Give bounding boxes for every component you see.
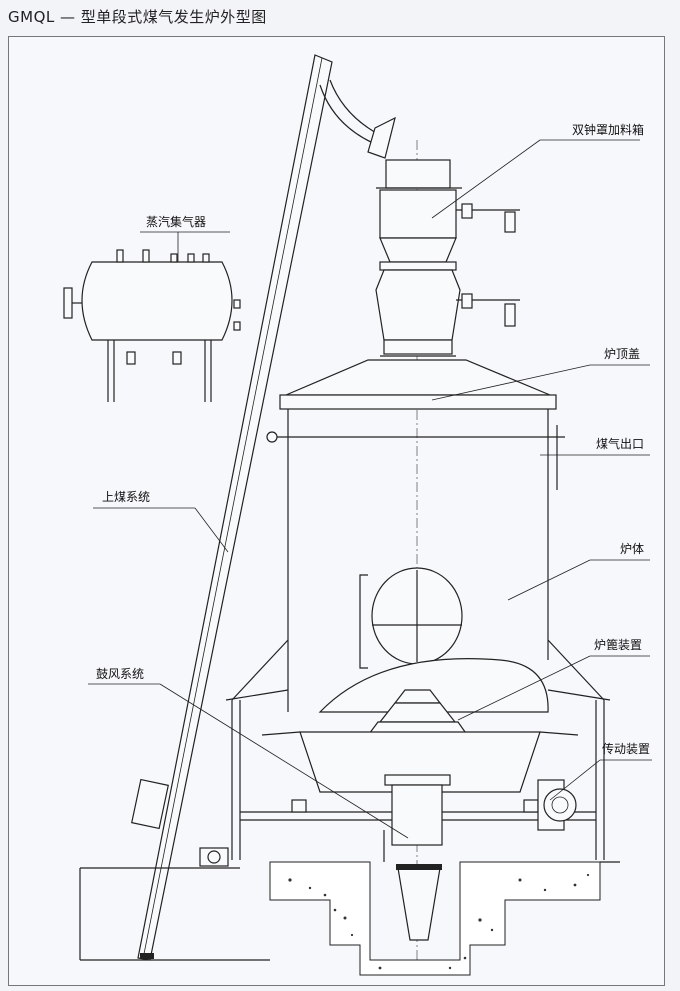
label-coal-system: 上煤系统 — [102, 490, 150, 504]
label-bell-feeder: 双钟罩加料箱 — [572, 122, 644, 137]
label-blower: 鼓风系统 — [96, 667, 144, 681]
leader-lines — [88, 139, 652, 839]
steam-collector — [63, 249, 241, 402]
label-furnace-body: 炉体 — [620, 542, 644, 556]
label-gas-outlet: 煤气出口 — [596, 436, 644, 451]
coal-elevator — [131, 54, 396, 961]
page-title: GMQL — 型单段式煤气发生炉外型图 — [8, 8, 267, 26]
furnace-top-cover — [266, 359, 565, 443]
furnace-body — [287, 409, 558, 713]
label-furnace-top: 炉顶盖 — [604, 347, 640, 361]
label-steam-collector: 蒸汽集气器 — [146, 214, 206, 229]
foundation — [79, 861, 620, 976]
leader-grate — [457, 655, 591, 721]
drive-device — [537, 779, 577, 831]
leader-furnace-top — [431, 364, 591, 401]
label-drive: 传动装置 — [602, 741, 650, 756]
leader-bell-feeder — [431, 139, 541, 219]
label-grate: 炉篦装置 — [594, 637, 642, 652]
leader-drive — [549, 759, 601, 801]
bell-feeder — [375, 159, 520, 357]
blower-system — [199, 784, 443, 941]
leader-furnace-body — [507, 559, 591, 601]
grate-device — [261, 689, 579, 793]
